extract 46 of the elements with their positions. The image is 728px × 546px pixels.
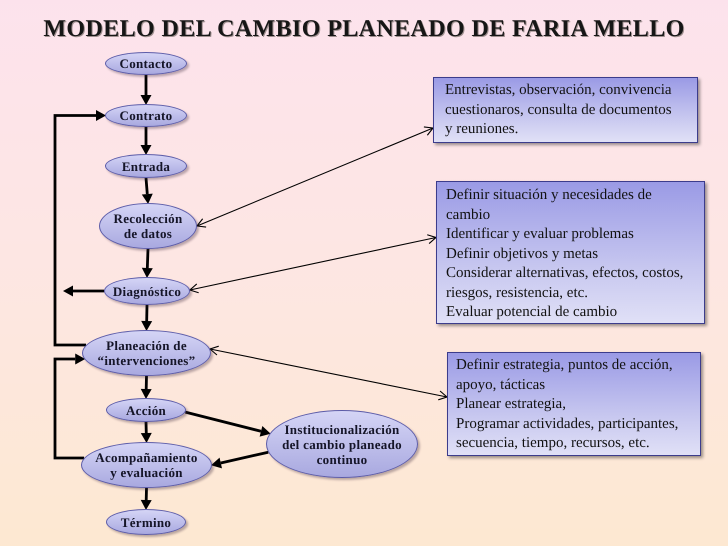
- step-label: Contrato: [118, 108, 174, 123]
- step-label: Planeación de “intervenciones”: [96, 338, 196, 368]
- arrow: [63, 286, 104, 296]
- double-arrow: [209, 346, 448, 400]
- title: MODELO DEL CAMBIO PLANEADO DE FARIA MELLO: [42, 15, 686, 43]
- process-ellipse: [105, 52, 187, 75]
- arrow: [140, 422, 152, 443]
- arrow: [141, 304, 152, 331]
- arrow: [211, 450, 269, 468]
- double-arrow: [189, 234, 437, 294]
- arrow: [142, 178, 153, 204]
- note-text: Planear estrategia,: [456, 395, 567, 414]
- arrow: [140, 127, 152, 155]
- process-ellipse: [105, 104, 187, 127]
- note-text: Identificar y evaluar problemas: [446, 225, 635, 244]
- step-label: Término: [120, 514, 172, 530]
- step-label: Diagnóstico: [112, 284, 182, 298]
- step-label: Acción: [124, 402, 168, 418]
- note-box: [436, 181, 705, 324]
- arrow: [140, 376, 152, 399]
- note-text: Definir objetivos y metas: [446, 244, 600, 264]
- note-text: Entrevistas, observación, convivencia cuestionaros, consulta de documentos y reuniones.: [445, 81, 673, 139]
- arrow: [142, 248, 153, 278]
- arrow: [140, 75, 152, 105]
- note-box: [447, 352, 701, 456]
- step-label: Contacto: [118, 56, 174, 71]
- feedback-arrow: [54, 354, 86, 460]
- note-box: [433, 77, 698, 143]
- arrow: [140, 488, 152, 510]
- step-label: Acompañamiento y evaluación: [94, 450, 199, 480]
- step-label: Recolección de datos: [112, 211, 184, 241]
- note-text: Programar actividades, participantes, secuencia, tiempo, recursos, etc.: [456, 414, 680, 453]
- note-text: Considerar alternativas, efectos, costos, riesgos, resistencia, etc.: [446, 264, 684, 302]
- process-ellipse: [105, 154, 187, 178]
- process-ellipse: [106, 509, 186, 535]
- step-label: Institucionalización del cambio planeado continuo: [281, 422, 403, 466]
- process-ellipse: [106, 398, 186, 422]
- note-text: Evaluar potencial de cambio: [446, 303, 618, 322]
- step-label: Entrada: [120, 158, 172, 174]
- note-text: Definir situación y necesidades de cambio: [446, 186, 653, 224]
- process-ellipse: [104, 277, 190, 305]
- arrow: [185, 410, 271, 437]
- process-ellipse: [99, 203, 197, 249]
- double-arrow: [196, 126, 434, 228]
- note-text: Definir estrategia, puntos de acción, apoyo, tácticas: [456, 356, 674, 394]
- feedback-arrow: [54, 110, 106, 346]
